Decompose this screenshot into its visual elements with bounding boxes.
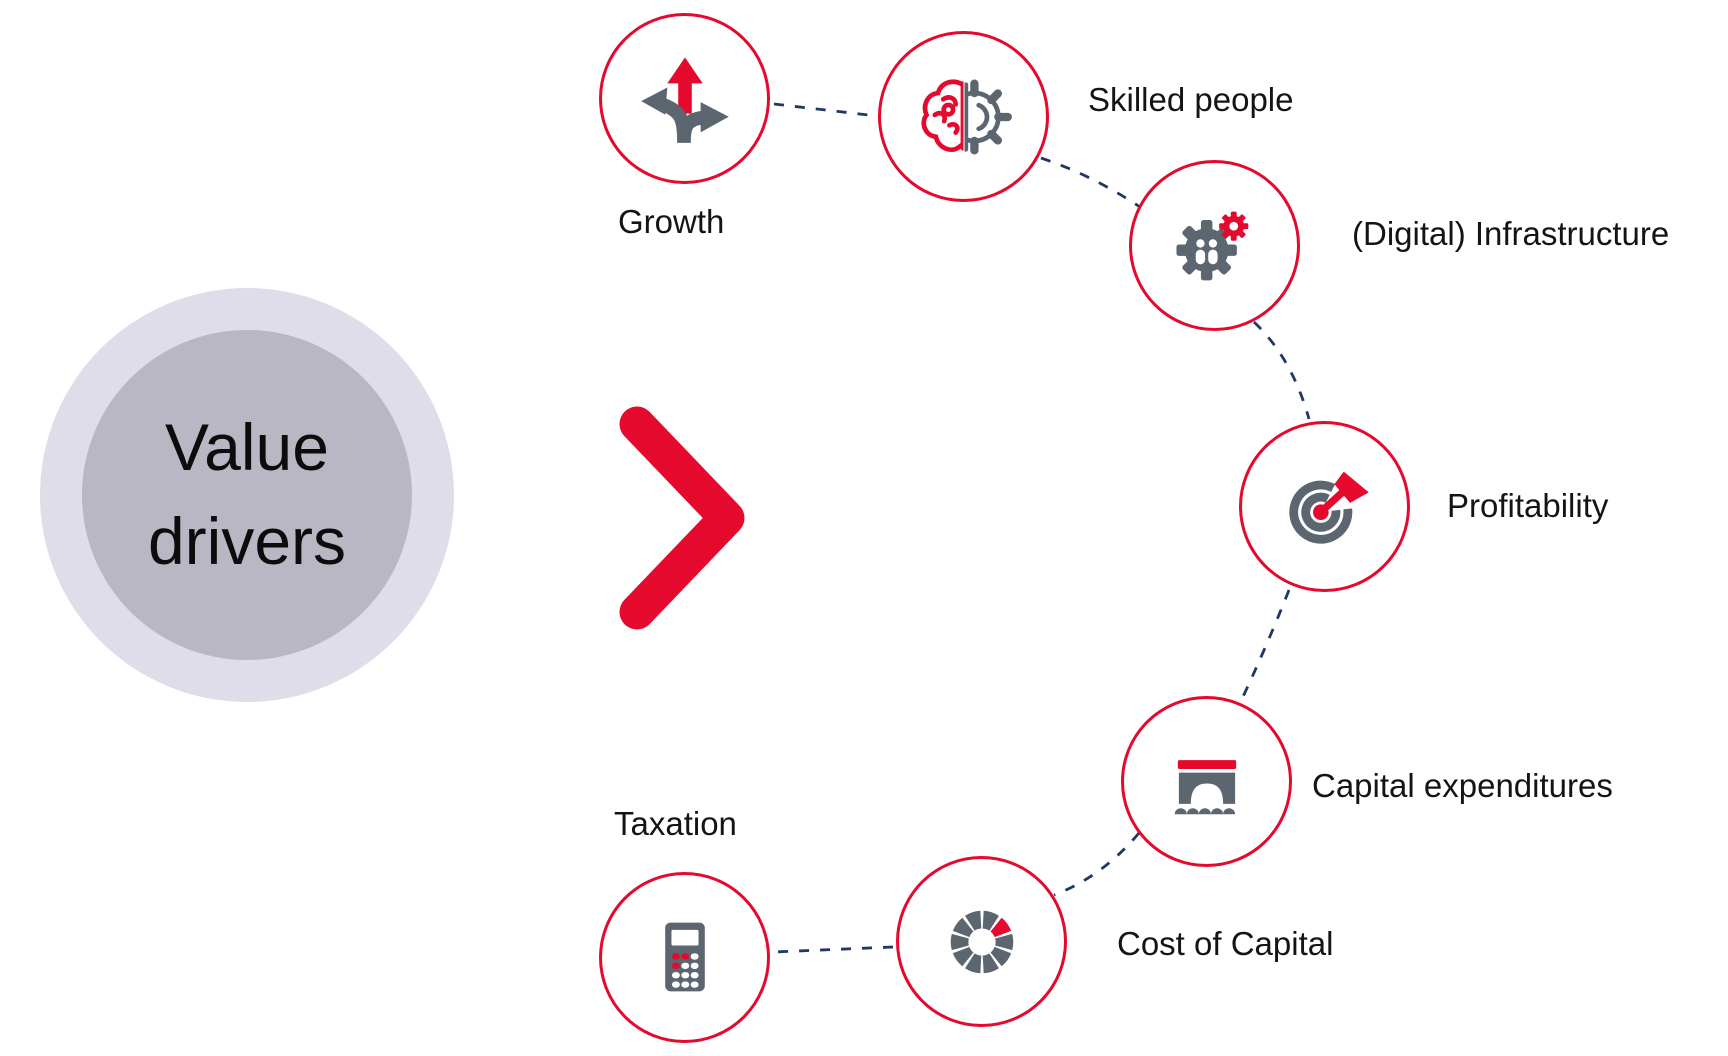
connector-capex-costofcapital — [1053, 832, 1141, 897]
label-capital-expenditures: Capital expenditures — [1312, 767, 1613, 804]
bridge-icon — [1174, 759, 1236, 814]
branching-arrows-icon — [640, 56, 729, 143]
target-dart-icon — [1288, 471, 1369, 544]
connector-skilled-infrastructure — [1040, 156, 1141, 209]
label-taxation: Taxation — [614, 805, 737, 842]
node-growth — [599, 13, 770, 184]
hub-title-line2: drivers — [147, 504, 347, 578]
label-skilled-people: Skilled people — [1088, 81, 1294, 118]
node-capital-expenditures — [1121, 696, 1292, 867]
chevron-right-icon — [619, 406, 745, 630]
hub-title-line1: Value — [165, 410, 329, 485]
label-cost-of-capital: Cost of Capital — [1117, 925, 1334, 962]
node-cost-of-capital — [896, 856, 1067, 1027]
brain-gear-icon — [921, 79, 1012, 154]
connector-infrastructure-profitability — [1253, 320, 1311, 420]
node-skilled-people — [878, 31, 1049, 202]
calculator-icon — [664, 922, 705, 991]
connector-growth-skilled — [773, 102, 878, 118]
label-profitability: Profitability — [1447, 487, 1609, 524]
segmented-donut-icon — [950, 910, 1013, 973]
connector-profitability-capex — [1239, 589, 1291, 702]
hub-inner-circle: Value drivers — [82, 330, 412, 660]
label-growth: Growth — [618, 203, 725, 240]
connector-costofcapital-taxation — [773, 945, 894, 954]
node-taxation — [599, 872, 770, 1043]
node-profitability — [1239, 421, 1410, 592]
node-digital-infrastructure — [1129, 160, 1300, 331]
gear-people-icon — [1175, 211, 1248, 280]
hub-outer-circle: Value drivers — [40, 288, 454, 702]
label-digital-infrastructure: (Digital) Infrastructure — [1352, 215, 1670, 252]
